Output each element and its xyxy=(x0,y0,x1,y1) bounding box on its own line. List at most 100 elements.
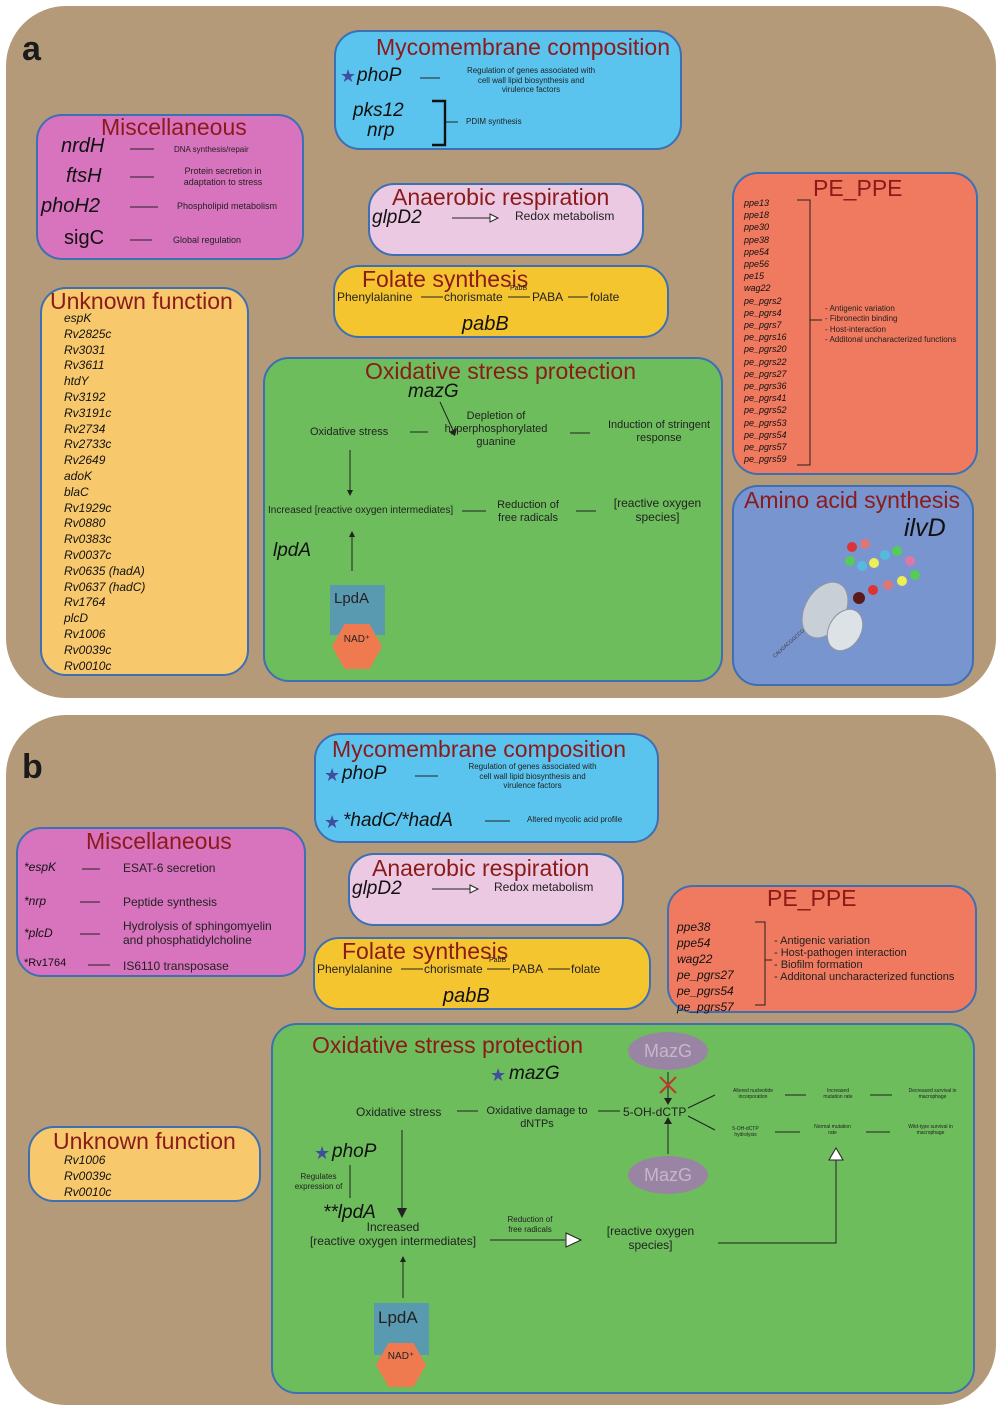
folate-a: folate xyxy=(590,290,620,304)
list-item: Rv1006 xyxy=(64,626,106,641)
star-icon: ★ xyxy=(490,1065,507,1085)
hadc-desc-b: Altered mycolic acid profile xyxy=(527,815,623,824)
oxidative-stress-a: Oxidative stress xyxy=(310,426,389,438)
list-item: ppe54 xyxy=(744,246,770,257)
misc-box-b xyxy=(16,827,306,977)
gene-nrp-a: nrp xyxy=(367,120,395,141)
gene-pks12-a: pks12 xyxy=(353,100,404,121)
increased-roi-a: Increased [reactive oxygen intermediates… xyxy=(268,505,454,516)
increased-mut-b: Increased mutation rate xyxy=(823,1088,853,1100)
list-item: Rv0039c xyxy=(64,642,112,657)
gene-rv1764-b: *Rv1764 xyxy=(24,957,67,969)
mazg-label: MazG xyxy=(643,1165,692,1185)
list-item: ppe13 xyxy=(744,198,770,208)
gene-pabb-a: pabB xyxy=(462,313,509,335)
gene-mazg-b: mazG xyxy=(509,1063,560,1084)
ftsh-desc-a: Protein secretion in adaptation to stres… xyxy=(183,166,263,187)
depletion-a: Depletion of hyperphosphorylated guanine xyxy=(444,410,548,449)
star-icon: ★ xyxy=(324,812,341,832)
list-item: Rv0037c xyxy=(64,547,112,562)
ros-a: [reactive oxygen species] xyxy=(613,496,702,525)
list-item: pe_pgrs41 xyxy=(744,393,787,404)
increased-roi-b: Increased [reactive oxygen intermediates… xyxy=(309,1220,477,1249)
mazg-protein-top-b: MazG xyxy=(628,1032,708,1070)
sigc-desc-a: Global regulation xyxy=(173,235,242,245)
gene-phop-a: phoP xyxy=(357,65,402,86)
pe-ppe-title-a: PE_PPE xyxy=(813,175,903,201)
pe-ppe-gene-list-b: ppe38 ppe54 wag22 pe_pgrs27 pe_pgrs54 pe… xyxy=(677,919,734,1015)
bracket-pks-a xyxy=(432,100,446,146)
pe-ppe-box-a xyxy=(732,172,978,475)
pabb-enzyme-a: PabB xyxy=(510,285,528,292)
pe-ppe-title-b: PE_PPE xyxy=(767,885,857,911)
gene-hadc-hada-b: *hadC/*hadA xyxy=(343,810,453,831)
arrowhead-depletion-a xyxy=(449,428,457,436)
folate-box-b xyxy=(313,937,651,1010)
gene-glpd2-a: glpD2 xyxy=(372,207,422,228)
list-item: Rv0880 xyxy=(64,516,106,531)
list-item: Rv1764 xyxy=(64,595,106,610)
arrow-mazg-depletion-a xyxy=(439,401,453,429)
arrowhead-mazg-bottom-b xyxy=(664,1117,672,1124)
list-item: ppe56 xyxy=(744,259,770,270)
list-item: Rv0039c xyxy=(64,1169,112,1183)
bracket-pe-ppe-b xyxy=(755,921,766,1006)
pabb-enzyme-b: PabB xyxy=(489,957,507,964)
nrdh-desc-a: DNA synthesis/repair xyxy=(174,145,249,154)
panel-a-label: a xyxy=(22,30,41,68)
pe-ppe-gene-list-a: ppe13 ppe18 ppe30 ppe38 ppe54 ppe56 pe15… xyxy=(744,197,787,465)
damage-b: Oxidative damage to dNTPs xyxy=(486,1105,588,1131)
anaerobic-title-a: Anaerobic respiration xyxy=(392,184,610,210)
list-item: pe_pgrs53 xyxy=(744,417,787,428)
peptide-chain-icon xyxy=(840,535,930,605)
anaerobic-box-a xyxy=(368,183,644,256)
mycomembrane-box-b xyxy=(314,733,659,843)
phenylalanine-a: Phenylalanine xyxy=(337,290,413,304)
list-item: Rv0635 (hadA) xyxy=(64,563,145,578)
unknown-box-a xyxy=(40,287,249,676)
pe-ppe-function-1-a: - Antigenic variation xyxy=(825,304,895,313)
list-item: ppe54 xyxy=(677,936,711,950)
list-item: pe_pgrs20 xyxy=(744,344,787,355)
plcd-desc-b: Hydrolysis of sphingomyelin and phosphat… xyxy=(123,919,272,948)
gene-mazg-a: mazG xyxy=(408,381,459,402)
list-item: pe_pgrs16 xyxy=(744,332,787,343)
list-item: plcD xyxy=(64,611,89,626)
unknown-box-b xyxy=(28,1126,261,1202)
list-item: Rv2649 xyxy=(64,453,106,468)
gene-ftsh-a: ftsH xyxy=(66,165,102,187)
pe-ppe-function-3-b: - Biofilm formation xyxy=(774,959,863,971)
arrow-dctp-altered-b xyxy=(687,1094,716,1109)
gene-plcd-b: *plcD xyxy=(24,926,53,940)
star-icon: ★ xyxy=(340,66,357,86)
list-item: Rv1929c xyxy=(64,500,112,515)
list-item: ppe18 xyxy=(744,210,770,221)
list-item: pe_pgrs36 xyxy=(744,381,787,392)
list-item: ppe38 xyxy=(677,920,711,934)
wt-surv-b: Wild-type survival in macrophage xyxy=(908,1124,953,1136)
list-item: pe_pgrs22 xyxy=(744,356,787,367)
gene-lpda-b: **lpdA xyxy=(323,1202,376,1223)
pdim-desc-a: PDIM synthesis xyxy=(466,117,522,126)
amino-box-a xyxy=(732,485,974,686)
list-item: wag22 xyxy=(744,283,771,294)
regulates-b: Regulates expression of xyxy=(294,1172,343,1191)
list-item: pe_pgrs2 xyxy=(744,295,782,306)
list-item: Rv0383c xyxy=(64,532,112,547)
list-item: htdY xyxy=(64,374,89,389)
ros-b: [reactive oxygen species] xyxy=(606,1224,695,1253)
chorismate-b: chorismate xyxy=(424,962,483,976)
hydrolysis-b: 5-OH-dCTP hydrolysis xyxy=(732,1126,759,1138)
bracket-pe-ppe-a xyxy=(797,199,811,466)
folate-b: folate xyxy=(571,962,601,976)
list-item: Rv2733c xyxy=(64,437,112,452)
nrp-desc-b: Peptide synthesis xyxy=(123,895,218,909)
unknown-gene-list-b: Rv1006 Rv0039c Rv0010c xyxy=(64,1152,111,1200)
list-item: pe_pgrs27 xyxy=(744,368,787,379)
arrowhead-normal-b xyxy=(828,1147,844,1161)
reduction-b: Reduction of free radicals xyxy=(507,1215,553,1234)
list-item: pe_pgrs52 xyxy=(744,405,787,416)
mycomembrane-box-a xyxy=(334,30,682,150)
list-item: Rv3031 xyxy=(64,342,106,357)
